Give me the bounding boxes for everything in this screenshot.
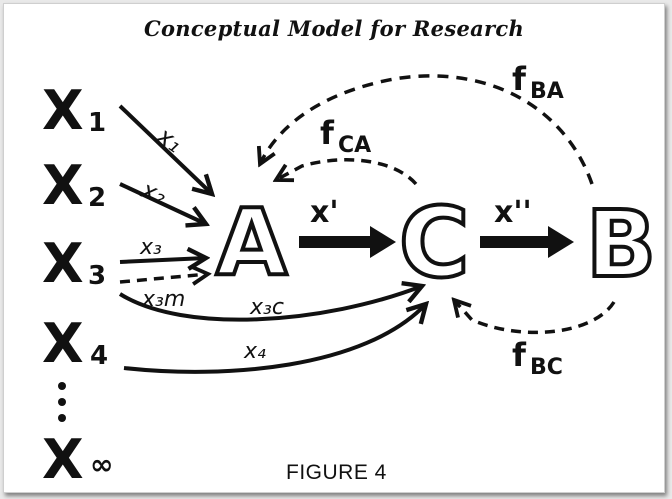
input-xinf: X ∞ <box>42 428 113 491</box>
xinf-base: X <box>42 428 84 491</box>
label-x3: x₃ <box>139 235 162 260</box>
input-x1: X 1 <box>42 79 106 142</box>
fca-sub: CA <box>338 133 371 158</box>
input-x4: X 4 <box>42 312 108 375</box>
ellipsis-dots <box>58 382 66 422</box>
edge-x3-a <box>119 258 206 262</box>
conceptual-model-diagram: X 1 X 2 X 3 X 4 X ∞ A C B <box>42 60 658 491</box>
xinf-sub: ∞ <box>90 448 113 481</box>
edge-c-b-head <box>548 226 574 258</box>
x4-base: X <box>42 312 84 375</box>
edge-fba <box>260 74 594 185</box>
fba-sub: BA <box>530 79 564 104</box>
x3-base: X <box>42 232 84 295</box>
label-x3m: x₃m <box>141 287 185 312</box>
input-x2: X 2 <box>42 154 106 217</box>
input-x3: X 3 <box>42 232 106 295</box>
edge-a-c-head <box>370 226 396 258</box>
x3-sub: 3 <box>88 261 106 291</box>
label-a-c: x' <box>310 195 339 230</box>
figure-frame: Conceptual Model for Research X 1 X 2 X … <box>3 3 665 493</box>
x2-sub: 2 <box>88 183 106 213</box>
fca-base: f <box>320 114 335 152</box>
label-x4: x₄ <box>243 339 266 364</box>
edge-x1-a <box>118 104 212 194</box>
edge-fca <box>276 158 418 186</box>
label-c-b: x'' <box>494 195 532 230</box>
edge-x3c-c <box>118 286 422 322</box>
node-b: B <box>586 191 656 298</box>
fbc-base: f <box>512 336 527 374</box>
node-c: C <box>399 187 469 299</box>
edge-x4-c <box>123 304 426 374</box>
label-fba: f BA <box>512 60 564 104</box>
x1-base: X <box>42 79 84 142</box>
edge-fbc <box>454 300 616 335</box>
x4-sub: 4 <box>90 341 108 371</box>
figure-label: FIGURE 4 <box>286 461 387 484</box>
x1-sub: 1 <box>88 108 106 138</box>
label-x3c: x₃c <box>249 295 284 320</box>
x2-base: X <box>42 154 84 217</box>
fba-base: f <box>512 60 527 98</box>
edge-x2-a <box>119 182 206 224</box>
label-fbc: f BC <box>512 336 563 380</box>
diagram-title: Conceptual Model for Research <box>143 16 525 41</box>
node-a: A <box>216 189 287 296</box>
label-fca: f CA <box>320 114 371 158</box>
label-x1: x₁ <box>151 121 187 158</box>
edge-x3m-a <box>119 274 208 282</box>
fbc-sub: BC <box>530 355 563 380</box>
